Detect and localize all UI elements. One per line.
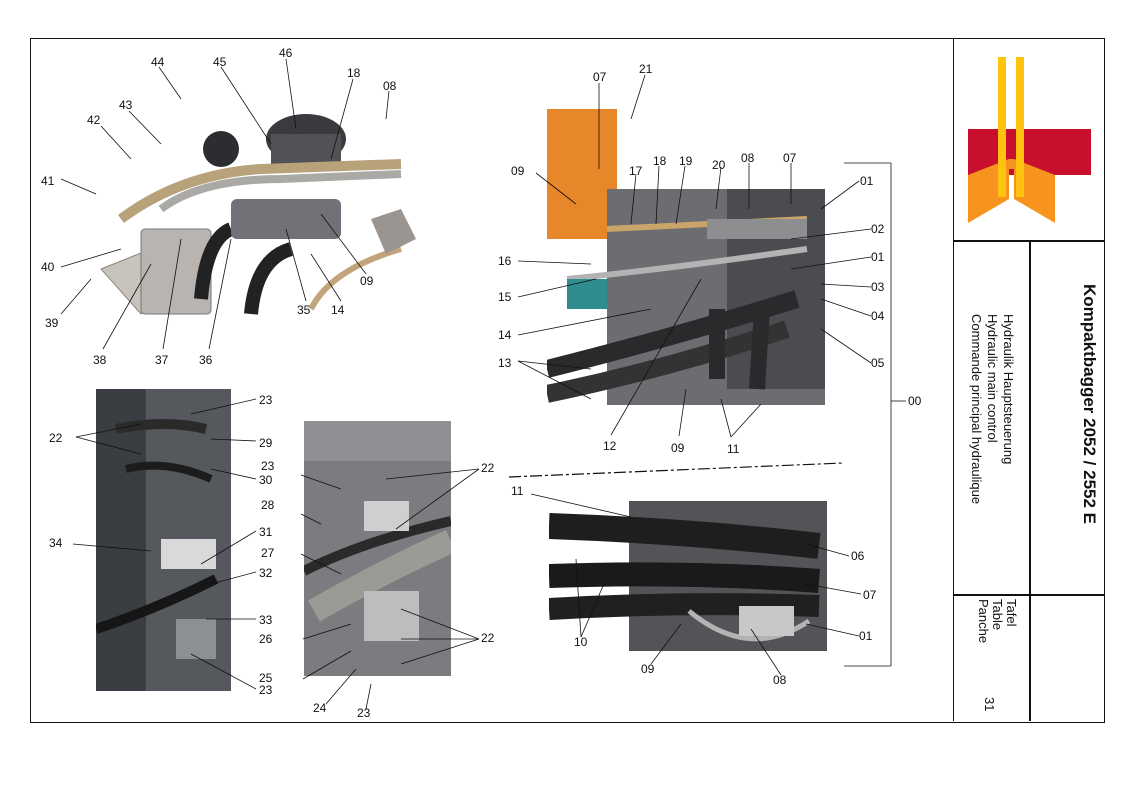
callout: 29 bbox=[259, 436, 273, 450]
photo-bottom-left-svg bbox=[96, 389, 231, 691]
callout: 39 bbox=[45, 316, 59, 330]
callout: 08 bbox=[383, 79, 397, 93]
callout: 02 bbox=[871, 222, 885, 236]
callout: 37 bbox=[155, 353, 169, 367]
callout-overlay: 44 45 46 18 08 43 42 41 09 40 39 35 14 3… bbox=[41, 46, 922, 720]
callout: 07 bbox=[863, 588, 877, 602]
table-number: 31 bbox=[980, 697, 998, 711]
callout: 07 bbox=[593, 70, 607, 84]
callouts-top-right: 07 21 09 17 18 19 20 08 07 01 02 01 16 1… bbox=[498, 62, 922, 456]
photo-bottom-right-svg bbox=[549, 501, 827, 659]
callout: 11 bbox=[511, 484, 524, 498]
callouts-bottom-right: 11 06 07 01 10 09 08 bbox=[511, 484, 877, 687]
callout: 10 bbox=[574, 635, 588, 649]
main-drawing-area: 44 45 46 18 08 43 42 41 09 40 39 35 14 3… bbox=[31, 39, 953, 721]
callout: 08 bbox=[741, 151, 755, 165]
callout: 23 bbox=[261, 459, 275, 473]
callout: 13 bbox=[498, 356, 512, 370]
callout: 01 bbox=[859, 629, 873, 643]
model-title: Kompaktbagger 2052 / 2552 E bbox=[1079, 284, 1099, 524]
callout: 17 bbox=[629, 164, 643, 178]
callout: 35 bbox=[297, 303, 311, 317]
callout: 08 bbox=[773, 673, 787, 687]
callout: 33 bbox=[259, 613, 273, 627]
callout: 23 bbox=[259, 393, 273, 407]
callout: 00 bbox=[908, 394, 922, 408]
callout: 43 bbox=[119, 98, 133, 112]
callout: 42 bbox=[87, 113, 101, 127]
callout: 22 bbox=[481, 631, 495, 645]
callout: 18 bbox=[347, 66, 361, 80]
callout: 26 bbox=[259, 632, 273, 646]
callout: 04 bbox=[871, 309, 885, 323]
subtitle-en: Hydraulic main control bbox=[985, 314, 1000, 443]
photo-bottom-left bbox=[96, 389, 231, 691]
callout: 21 bbox=[639, 62, 653, 76]
photo-bottom-right bbox=[549, 501, 827, 659]
callout: 09 bbox=[641, 662, 655, 676]
callout: 16 bbox=[498, 254, 512, 268]
callout: 32 bbox=[259, 566, 273, 580]
callout: 03 bbox=[871, 280, 885, 294]
callout: 45 bbox=[213, 55, 227, 69]
logo-svg bbox=[968, 57, 1091, 223]
callout: 05 bbox=[871, 356, 885, 370]
callout: 06 bbox=[851, 549, 865, 563]
callout: 09 bbox=[511, 164, 525, 178]
callout: 07 bbox=[783, 151, 797, 165]
drawing-frame: 44 45 46 18 08 43 42 41 09 40 39 35 14 3… bbox=[30, 38, 1105, 723]
callouts-bottom-left: 23 22 29 30 31 34 32 33 23 bbox=[49, 393, 273, 697]
leader-lines bbox=[60, 58, 906, 710]
logo bbox=[954, 39, 1105, 239]
callout: 41 bbox=[41, 174, 55, 188]
callout: 11 bbox=[727, 442, 740, 456]
callout: 12 bbox=[603, 439, 617, 453]
title-sidebar: Kompaktbagger 2052 / 2552 E Hydraulik Ha… bbox=[953, 39, 1105, 721]
separator-line bbox=[508, 462, 844, 478]
table-label-en: Table bbox=[990, 599, 1005, 631]
callout: 24 bbox=[313, 701, 327, 715]
table-label-de: Tafel bbox=[1004, 599, 1019, 627]
callout: 25 bbox=[259, 671, 273, 685]
callout: 09 bbox=[360, 274, 374, 288]
callout: 34 bbox=[49, 536, 63, 550]
callouts-top-left: 44 45 46 18 08 43 42 41 09 40 39 35 14 3… bbox=[41, 46, 397, 367]
table-label-block: Tafel Table Panche bbox=[976, 599, 1019, 644]
callout: 27 bbox=[261, 546, 275, 560]
model-title-text: Kompaktbagger 2052 / 2552 E bbox=[1080, 284, 1099, 525]
callout: 23 bbox=[259, 683, 273, 697]
callout: 15 bbox=[498, 290, 512, 304]
callout: 22 bbox=[481, 461, 495, 475]
callout: 40 bbox=[41, 260, 55, 274]
subtitle-fr: Commande principal hydraulique bbox=[969, 314, 984, 505]
callouts-bottom-middle: 23 22 28 27 22 26 25 24 23 bbox=[259, 459, 495, 720]
subtitle-block: Hydraulik Hauptsteuerung Hydraulic main … bbox=[968, 314, 1016, 504]
callout: 14 bbox=[331, 303, 345, 317]
callout: 31 bbox=[259, 525, 273, 539]
callout: 30 bbox=[259, 473, 273, 487]
photo-bottom-middle bbox=[304, 421, 451, 681]
callout: 09 bbox=[671, 441, 685, 455]
callout: 44 bbox=[151, 55, 165, 69]
callout: 20 bbox=[712, 158, 726, 172]
table-label-fr: Panche bbox=[976, 599, 991, 644]
callout: 28 bbox=[261, 498, 275, 512]
callout: 18 bbox=[653, 154, 667, 168]
callout: 36 bbox=[199, 353, 213, 367]
callout: 38 bbox=[93, 353, 107, 367]
photo-top-right bbox=[547, 109, 825, 405]
callout: 14 bbox=[498, 328, 512, 342]
callout: 01 bbox=[860, 174, 874, 188]
callout: 22 bbox=[49, 431, 63, 445]
callout: 01 bbox=[871, 250, 885, 264]
table-number-text: 31 bbox=[982, 697, 997, 712]
photo-bottom-middle-svg bbox=[304, 421, 451, 681]
callout: 23 bbox=[357, 706, 371, 720]
subtitle-de: Hydraulik Hauptsteuerung bbox=[1001, 314, 1016, 465]
callout: 19 bbox=[679, 154, 693, 168]
callout: 46 bbox=[279, 46, 293, 60]
photo-top-right-svg bbox=[547, 109, 825, 405]
